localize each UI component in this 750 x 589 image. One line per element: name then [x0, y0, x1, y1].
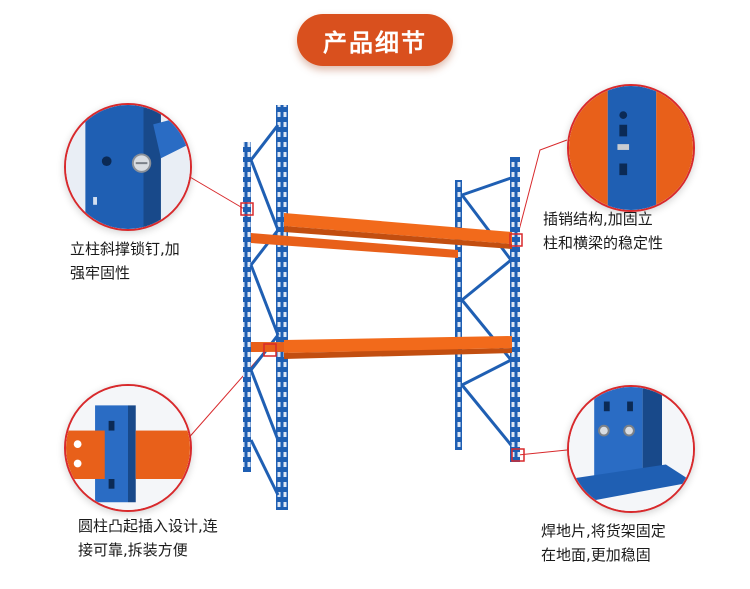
left-frame	[243, 105, 288, 510]
leader-lines	[177, 139, 568, 456]
caption-line: 接可靠,拆装方便	[78, 541, 188, 559]
detail-callout-base-plate	[567, 385, 695, 513]
detail-callout-brace-bolt	[64, 103, 192, 231]
caption-line: 圆柱凸起插入设计,连	[78, 517, 218, 535]
base-plate-detail-image	[569, 387, 693, 511]
detail-markers	[240, 202, 525, 462]
caption-cylinder-insert: 圆柱凸起插入设计,连 接可靠,拆装方便	[78, 514, 218, 562]
brace-bolt-detail-image	[66, 105, 190, 229]
caption-line: 在地面,更加稳固	[541, 546, 651, 564]
pin-structure-detail-image	[569, 86, 693, 210]
caption-line: 插销结构,加固立	[543, 210, 653, 228]
caption-brace-bolt: 立柱斜撑锁钉,加 强牢固性	[70, 237, 180, 285]
cylinder-insert-detail-image	[66, 386, 190, 510]
right-frame	[455, 157, 520, 462]
caption-base-plate: 焊地片,将货架固定 在地面,更加稳固	[541, 519, 666, 567]
detail-callout-cylinder-insert	[64, 384, 192, 512]
section-title: 产品细节	[323, 28, 427, 57]
front-beams	[284, 213, 512, 359]
section-title-badge: 产品细节	[297, 14, 453, 66]
caption-line: 立柱斜撑锁钉,加	[70, 240, 180, 258]
caption-line: 焊地片,将货架固定	[541, 522, 666, 540]
caption-line: 柱和横梁的稳定性	[543, 234, 664, 252]
caption-line: 强牢固性	[70, 264, 131, 282]
caption-pin-structure: 插销结构,加固立 柱和横梁的稳定性	[543, 207, 663, 255]
detail-callout-pin-structure	[567, 84, 695, 212]
